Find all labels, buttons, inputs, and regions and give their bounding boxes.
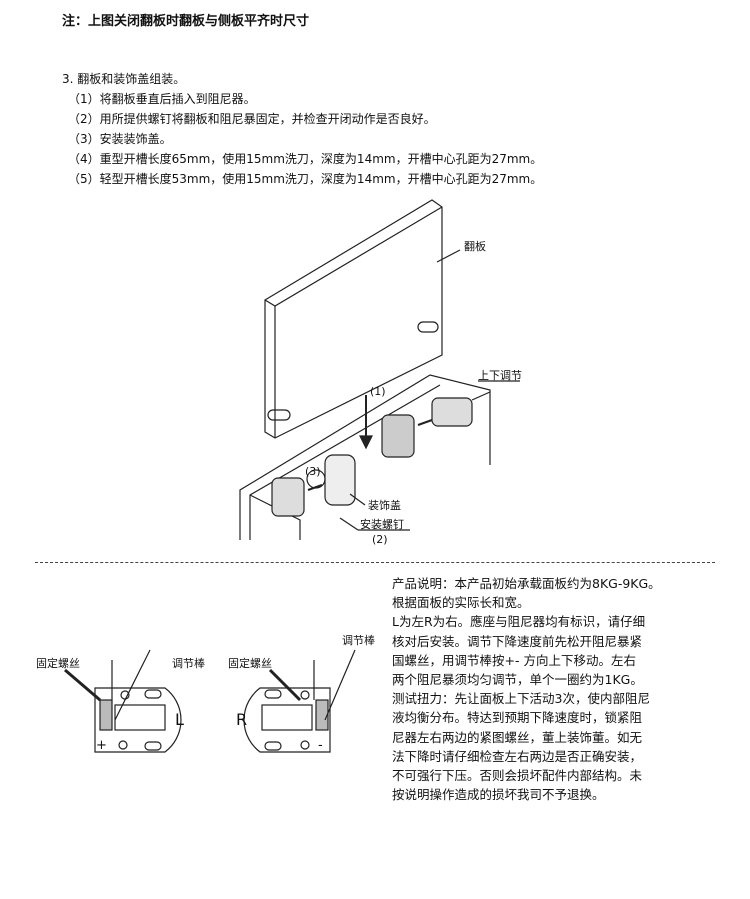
product-description: 产品说明：本产品初始承载面板约为8KG-9KG。 根据面板的实际长和宽。 L为左… (392, 574, 732, 804)
desc-line: 核对后安装。调节下降速度前先松开阻尼暴紧 (392, 633, 643, 649)
desc-line: 国螺丝，用调节棒按+- 方向上下移动。左右 (392, 652, 636, 668)
divider (35, 562, 715, 563)
label-step2: (2) (372, 533, 388, 546)
note: 注：上图关闭翻板时翻板与侧板平齐时尺寸 (62, 14, 310, 29)
label-fix-screw-right: 固定螺丝 (228, 657, 272, 670)
desc-line: 液均衡分布。特达到预期下降速度时，锁紧阻 (392, 710, 643, 726)
label-step3: (3) (305, 465, 321, 478)
desc-line: 产品说明：本产品初始承载面板约为8KG-9KG。 (392, 576, 661, 591)
label-minus: - (318, 738, 323, 753)
desc-line: 不可强行下压。否则会损坏配件内部结构。未 (392, 768, 643, 784)
label-right: R (236, 710, 248, 729)
right-damper-drawing (243, 649, 356, 753)
label-screw: 安装螺钉 (360, 518, 404, 531)
label-panel: 翻板 (464, 240, 486, 253)
left-damper-drawing (64, 649, 182, 753)
label-adjust: 上下调节 (478, 369, 522, 382)
step-5: （5）轻型开槽长度53mm，使用15mm洗刀，深度为14mm，开槽中心孔距为27… (68, 172, 543, 186)
step-3: （3）安装装饰盖。 (68, 132, 172, 146)
label-cover: 装饰盖 (368, 499, 401, 512)
step-4: （4）重型开槽长度65mm，使用15mm洗刀，深度为14mm，开槽中心孔距为27… (68, 152, 543, 166)
label-fix-screw-left: 固定螺丝 (36, 657, 80, 670)
label-step1: (1) (370, 385, 386, 398)
desc-line: 两个阻尼暴须均匀调节，单个一圈约为1KG。 (392, 672, 643, 688)
desc-line: 尼器左右两边的紧图螺丝，董上装饰董。如无 (392, 729, 643, 745)
desc-line: 根据面板的实际长和宽。 (392, 595, 530, 611)
label-left: L (175, 710, 184, 729)
label-rod-right: 调节棒 (342, 634, 375, 647)
desc-line: L为左R为右。應座与阻尼器均有标识，请仔细 (392, 614, 646, 630)
desc-line: 测试扭力：先让面板上下活动3次，使内部阻尼 (392, 691, 650, 707)
section-title: 3. 翻板和装饰盖组装。 (62, 72, 186, 86)
desc-line: 按说明操作造成的损坏我司不予退换。 (392, 787, 605, 803)
panel-drawing (264, 199, 443, 439)
step-1: （1）将翻板垂直后插入到阻尼器。 (68, 92, 256, 106)
label-rod-left: 调节棒 (172, 657, 205, 670)
desc-line: 法下降时请仔细检查左右两边是否正确安装， (392, 748, 643, 764)
step-2: （2）用所提供螺钉将翻板和阻尼暴固定，并检查开闭动作是否良好。 (68, 112, 436, 126)
label-plus: + (96, 738, 107, 753)
